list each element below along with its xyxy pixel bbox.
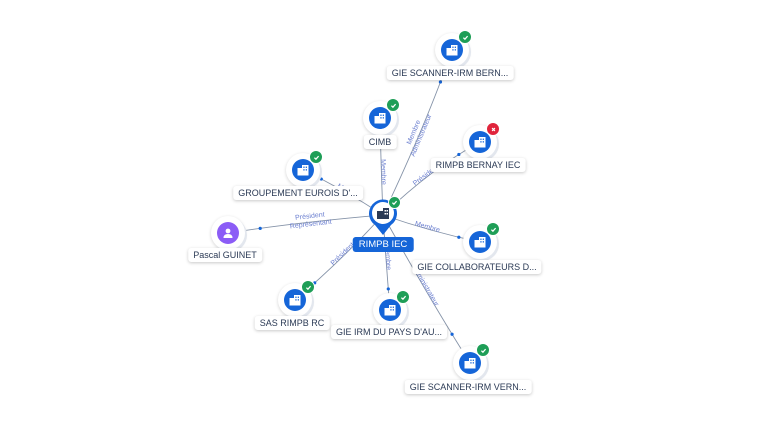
node-sas-rimpb-rc[interactable] bbox=[278, 280, 315, 317]
node-pascal-guinet[interactable] bbox=[211, 216, 245, 250]
active-status-icon bbox=[476, 343, 490, 357]
active-status-icon bbox=[301, 280, 315, 294]
edge-arrow-rimpb-bernay-iec bbox=[457, 152, 461, 157]
center-node-label[interactable]: RIMPB IEC bbox=[352, 237, 414, 252]
edge-arrow-gie-scanner-irm-vern bbox=[450, 332, 454, 336]
active-status-icon bbox=[386, 98, 400, 112]
building-icon bbox=[459, 352, 481, 374]
node-gie-irm-du-pays[interactable] bbox=[373, 290, 410, 327]
node-gie-scanner-irm-vern[interactable] bbox=[453, 343, 490, 380]
building-icon bbox=[369, 107, 391, 129]
active-status-icon bbox=[388, 196, 401, 209]
edge-label: Président bbox=[295, 211, 325, 221]
node-label[interactable]: RIMPB BERNAY IEC bbox=[430, 158, 526, 172]
building-icon bbox=[379, 299, 401, 321]
node-gie-scanner-irm-bern[interactable] bbox=[435, 30, 472, 67]
node-label[interactable]: GIE SCANNER-IRM BERN... bbox=[386, 66, 514, 80]
active-status-icon bbox=[486, 222, 500, 236]
node-label[interactable]: GIE COLLABORATEURS D... bbox=[412, 260, 542, 274]
building-icon bbox=[469, 231, 491, 253]
node-cimb[interactable] bbox=[363, 98, 400, 135]
edge-arrow-gie-collaborateurs bbox=[457, 235, 461, 239]
node-label[interactable]: CIMB bbox=[363, 135, 397, 149]
building-icon bbox=[469, 131, 491, 153]
map-pin-icon bbox=[369, 199, 397, 235]
edge-label: Membre bbox=[414, 221, 441, 235]
closed-status-icon bbox=[486, 122, 500, 136]
building-icon bbox=[441, 39, 463, 61]
edge-arrow-gie-scanner-irm-bern bbox=[438, 80, 443, 84]
person-icon bbox=[217, 222, 239, 244]
node-label[interactable]: GIE SCANNER-IRM VERN... bbox=[404, 380, 532, 394]
node-label[interactable]: SAS RIMPB RC bbox=[254, 316, 330, 330]
edge-label: Membre bbox=[379, 159, 387, 185]
edge-label: Membre bbox=[383, 244, 392, 270]
center-node[interactable] bbox=[366, 196, 401, 236]
node-gie-collaborateurs[interactable] bbox=[463, 222, 500, 259]
node-groupement-eurois[interactable] bbox=[286, 150, 323, 187]
active-status-icon bbox=[309, 150, 323, 164]
edge-arrow-gie-irm-du-pays bbox=[386, 287, 390, 291]
building-icon bbox=[284, 289, 306, 311]
active-status-icon bbox=[458, 30, 472, 44]
node-rimpb-bernay-iec[interactable] bbox=[463, 122, 500, 159]
edge-label: Représentant bbox=[290, 219, 333, 231]
active-status-icon bbox=[396, 290, 410, 304]
building-icon bbox=[292, 159, 314, 181]
edge-arrow-groupement-eurois bbox=[319, 177, 323, 181]
edge-arrow-pascal-guinet bbox=[258, 226, 262, 230]
node-label[interactable]: GIE IRM DU PAYS D'AU... bbox=[331, 325, 447, 339]
node-label[interactable]: Pascal GUINET bbox=[188, 248, 262, 262]
node-label[interactable]: GROUPEMENT EUROIS D'... bbox=[233, 186, 363, 200]
